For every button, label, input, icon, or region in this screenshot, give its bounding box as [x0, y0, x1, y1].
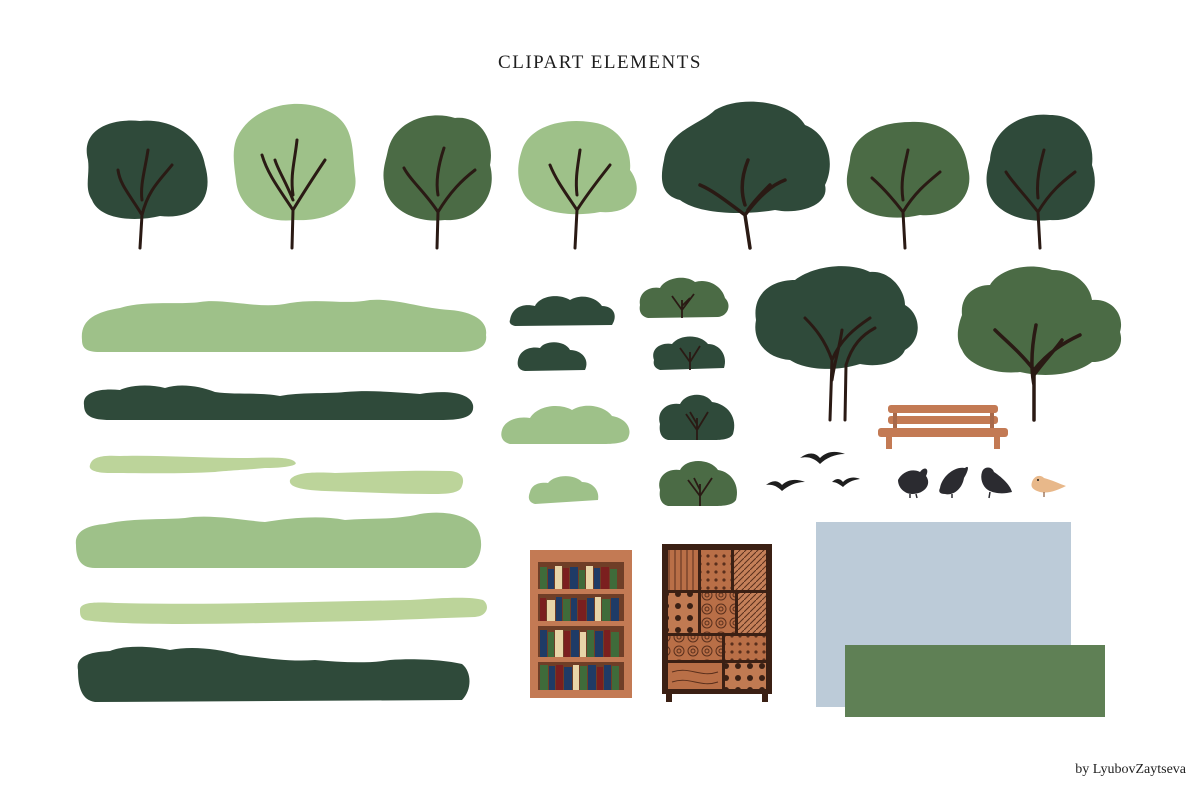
grass-strip-pale-2 [289, 470, 464, 494]
tree-1 [86, 120, 208, 250]
insect-hotel [662, 544, 772, 702]
grass-block [845, 645, 1105, 717]
tree-large-2 [957, 266, 1122, 422]
bush-light-1 [501, 405, 630, 444]
page-title: CLIPART ELEMENTS [498, 52, 702, 73]
tree-2 [233, 103, 356, 250]
tree-3 [383, 115, 492, 250]
shrub-4 [659, 461, 738, 506]
shrub-3 [659, 394, 735, 440]
shrub-1 [639, 277, 729, 318]
author-credit: by LyubovZaytseva [1075, 762, 1186, 777]
tree-6 [846, 121, 970, 250]
hedge-strip-dark-1 [83, 385, 474, 420]
bush-dark-2 [517, 342, 587, 371]
pigeon-1 [898, 468, 929, 499]
hedge-strip-light-2 [75, 512, 482, 568]
flying-birds [766, 451, 860, 491]
tree-4 [518, 120, 637, 250]
grass-strip-light [80, 597, 487, 624]
pigeon-2 [939, 466, 968, 498]
tree-5 [661, 101, 830, 250]
tree-7 [986, 114, 1095, 250]
shrub-2 [653, 336, 726, 370]
park-bench [878, 405, 1008, 449]
bush-dark-1 [509, 296, 615, 326]
bookshelf [530, 550, 632, 698]
hedge-strip-dark-2 [77, 646, 470, 702]
sparrow [1031, 475, 1066, 497]
books [540, 566, 619, 690]
pigeon-3 [981, 467, 1012, 499]
tree-large-1 [755, 266, 918, 422]
grass-strip-pale-1 [89, 455, 296, 474]
bush-light-2 [528, 476, 599, 504]
hedge-strip-light-1 [81, 299, 487, 352]
